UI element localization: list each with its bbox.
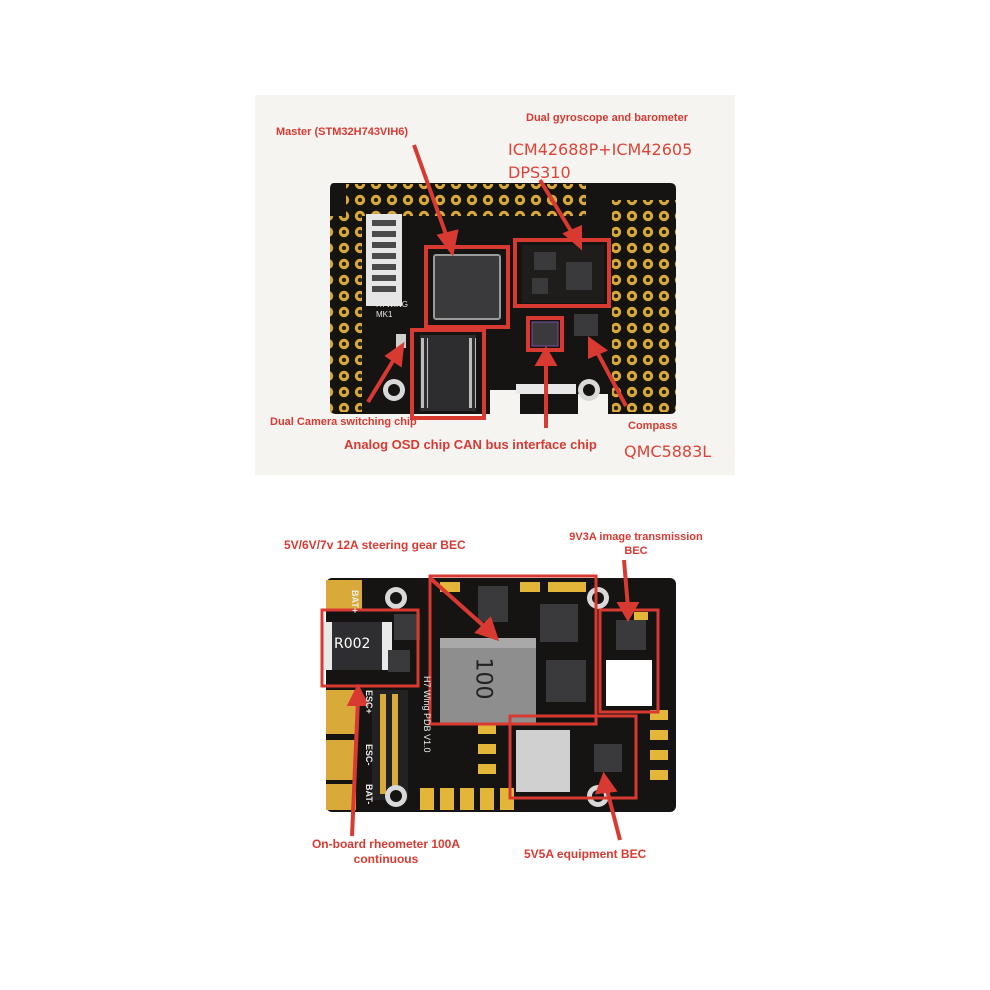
label-camera-switch: Dual Camera switching chip — [270, 416, 417, 428]
box-mcu — [424, 245, 510, 329]
label-vtx-bec-line2: BEC — [624, 545, 648, 557]
label-compass: Compass — [628, 420, 678, 432]
fc-arrows — [366, 144, 628, 428]
osd-chip — [420, 335, 476, 411]
silkscreen-esc-plus: ESC+ — [364, 690, 374, 714]
pdb-capacitors — [420, 582, 668, 810]
compass-chip — [574, 314, 598, 336]
label-equipment-bec: 5V5A equipment BEC — [524, 847, 647, 861]
silkscreen-board-name: H7 Wing PDB V1.0 — [422, 676, 432, 753]
mosfet-2 — [546, 660, 586, 702]
label-vtx-bec-line1: 9V3A image transmission — [569, 531, 703, 543]
label-master: Master (STM32H743VIH6) — [276, 126, 409, 138]
inductor — [440, 638, 536, 724]
box-osd — [410, 328, 486, 420]
mcu-chip — [433, 254, 501, 320]
box-steering-bec — [428, 574, 598, 726]
fc-pad-col-left — [330, 216, 362, 412]
pdb-connector — [372, 690, 408, 800]
label-compass-chip: QMC5883L — [624, 442, 712, 461]
silkscreen-bat-plus: BAT+ — [350, 590, 360, 614]
silkscreen-h7wing: H7WING — [376, 300, 408, 309]
gyro-chip-2 — [566, 262, 592, 290]
pdb-arrows — [346, 559, 640, 841]
label-rheometer-line1: On-board rheometer 100A — [311, 837, 461, 851]
box-shunt — [320, 608, 420, 688]
baro-chip — [532, 278, 548, 294]
label-steering-bec: 5V/6V/7v 12A steering gear BEC — [284, 538, 466, 552]
silkscreen-shunt: R002 — [334, 636, 371, 652]
fc-dip-switch — [366, 214, 402, 306]
label-baro-chip: DPS310 — [508, 163, 571, 182]
mosfet-1 — [540, 604, 578, 642]
top-chip — [478, 586, 508, 622]
silkscreen-esc-minus: ESC- — [364, 744, 374, 766]
label-gyro-title: Dual gyroscope and barometer — [526, 112, 688, 124]
can-chip — [531, 321, 559, 347]
silkscreen-mk1: MK1 — [376, 310, 393, 319]
equipment-bec-chip — [594, 744, 622, 772]
shunt-resistor — [330, 622, 384, 670]
gyro-chip-1 — [534, 252, 556, 270]
fc-mount-holes — [383, 379, 600, 401]
label-gyro-chip: ICM42688P+ICM42605 — [508, 140, 693, 159]
camera-switch-chip — [396, 334, 406, 348]
vtx-white-module — [606, 660, 652, 706]
equipment-inductor — [516, 730, 570, 792]
box-equipment-bec — [508, 714, 638, 800]
fc-pad-col-right — [612, 200, 676, 412]
label-rheometer-line2: continuous — [353, 852, 419, 866]
silkscreen-bat-minus: BAT- — [364, 784, 374, 805]
label-osd-can: Analog OSD chip CAN bus interface chip — [344, 437, 597, 452]
silkscreen-inductor: 100 — [470, 657, 496, 700]
pdb-power-pads — [326, 580, 362, 810]
vtx-bec-chip — [616, 620, 646, 650]
box-gyro — [513, 238, 611, 308]
